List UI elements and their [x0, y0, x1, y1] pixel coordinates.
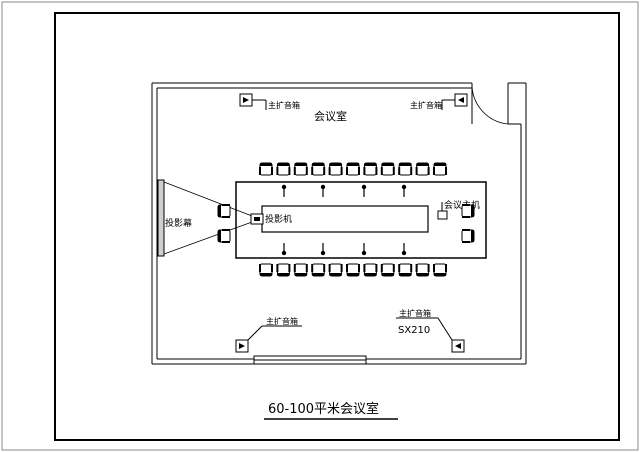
microphone-icon [320, 243, 326, 256]
speaker-top-right: 主扩音箱 [410, 93, 468, 110]
speaker-bottom-right: 主扩音箱 SX210 [396, 308, 465, 353]
speaker-top-left: 主扩音箱 [239, 93, 300, 110]
projector-label: 投影机 [265, 213, 292, 225]
speaker-bottom-left: 主扩音箱 [235, 316, 302, 353]
room-walls [151, 82, 527, 365]
drawing-caption: 60-100平米会议室 [268, 401, 379, 417]
chair [217, 204, 231, 218]
chair [398, 162, 413, 176]
chair [398, 263, 413, 277]
speaker-label: 主扩音箱 [266, 316, 298, 326]
speaker-label: 主扩音箱 [399, 308, 431, 318]
drawing-border [54, 12, 620, 441]
chair [276, 263, 291, 277]
chair [259, 162, 273, 176]
chairs [217, 162, 475, 277]
chair [415, 162, 430, 176]
chair [461, 229, 475, 243]
chair [433, 263, 447, 277]
chair [328, 263, 343, 277]
chair [346, 263, 360, 277]
microphone-icon [401, 184, 407, 197]
chair [433, 162, 447, 176]
chair [380, 162, 395, 176]
projection-screen [157, 179, 165, 257]
chair [346, 162, 360, 176]
chair [217, 229, 231, 243]
chair [293, 263, 308, 277]
conference-table-outer [235, 181, 487, 259]
conference-unit-icon [437, 202, 448, 220]
microphone-icon [320, 184, 326, 197]
chair [311, 263, 326, 277]
chair [276, 162, 291, 176]
projector-beam [163, 181, 253, 255]
chair [363, 162, 378, 176]
speaker-model-label: SX210 [398, 325, 430, 336]
microphone-icon [281, 243, 287, 256]
speaker-label: 主扩音箱 [410, 100, 442, 110]
chair [363, 263, 378, 277]
microphone-icon [361, 243, 367, 256]
speaker-label: 主扩音箱 [268, 100, 300, 110]
screen-label: 投影幕 [165, 217, 192, 229]
microphone-icon [401, 243, 407, 256]
chair [415, 263, 430, 277]
chair [461, 204, 475, 218]
chair [380, 263, 395, 277]
room-label: 会议室 [314, 109, 347, 123]
microphones [281, 184, 407, 256]
chair [293, 162, 308, 176]
chair [259, 263, 273, 277]
microphone-icon [361, 184, 367, 197]
chair [311, 162, 326, 176]
window [253, 355, 367, 365]
chair [328, 162, 343, 176]
microphone-icon [281, 184, 287, 197]
door [471, 82, 509, 125]
